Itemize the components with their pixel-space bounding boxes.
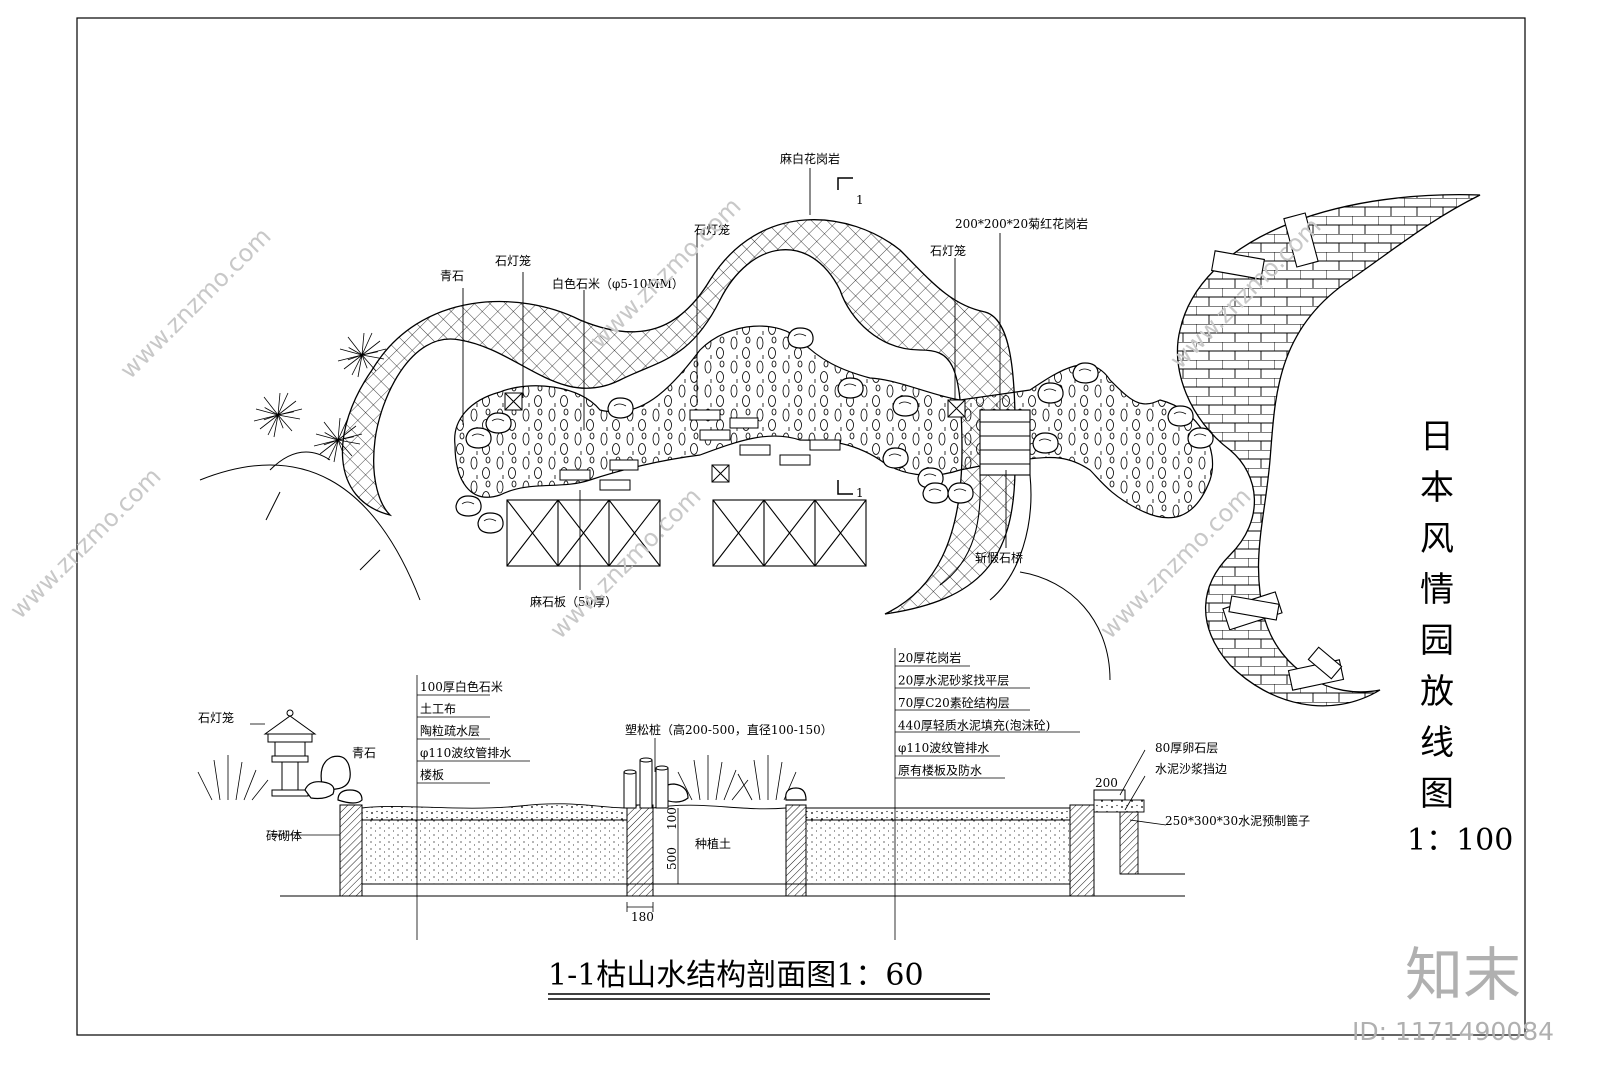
section-title-underline [548, 993, 990, 1000]
lawn-edge-arcs [199, 451, 421, 601]
layer-label: 440厚轻质水泥填充(泡沫砼) [898, 718, 1050, 733]
watermarks: www.znzmo.com www.znzmo.com www.znzmo.co… [4, 192, 1554, 1046]
brick-crescent [1176, 194, 1481, 707]
plan-scale: 1：100 [1407, 823, 1513, 858]
right-layer-list: 20厚花岗岩 20厚水泥砂浆找平层 70厚C20素砼结构层 440厚轻质水泥填充(泡沫… [898, 650, 1050, 778]
label-lantern-c: 石灯笼 [930, 243, 966, 258]
layer-label: φ110波纹管排水 [898, 740, 989, 755]
dim-100: 100 [665, 807, 679, 830]
watermark-brand: 知末 [1405, 941, 1521, 1009]
dim-180: 180 [631, 910, 654, 924]
title-char: 图 [1420, 774, 1454, 814]
label-edge-pebble: 80厚卵石层 [1155, 741, 1218, 755]
watermark-site-4: www.znzmo.com [4, 462, 166, 624]
title-char: 放 [1420, 672, 1454, 712]
label-pine-stake: 塑松桩（高200-500，直径100-150） [625, 722, 833, 737]
label-bluestone-section: 青石 [352, 746, 376, 760]
label-bridge: 斩假石桥 [975, 551, 1023, 565]
plan-leaders [462, 168, 1007, 590]
section-title: 1-1枯山水结构剖面图1：60 [548, 958, 924, 993]
label-lantern-a: 石灯笼 [694, 222, 730, 237]
label-granite-white: 麻白花岗岩 [780, 151, 840, 166]
title-char: 本 [1420, 468, 1454, 508]
layer-label: φ110波纹管排水 [420, 745, 511, 760]
dim-200: 200 [1095, 776, 1118, 790]
label-edge-mortar: 水泥沙浆挡边 [1155, 761, 1227, 776]
label-soil: 种植土 [695, 836, 731, 851]
sheet-border [76, 17, 1526, 1036]
label-brick: 砖砌体 [266, 828, 302, 843]
title-char: 情 [1420, 570, 1454, 610]
dim-500: 500 [665, 847, 679, 870]
stone-bridge [939, 409, 1032, 601]
section-marker-bottom: 1 [856, 486, 864, 500]
watermark-id: ID: 1171490084 [1352, 1017, 1554, 1046]
watermark-site-1: www.znzmo.com [114, 222, 276, 384]
title-char: 风 [1420, 519, 1454, 559]
label-lantern-section: 石灯笼 [198, 710, 234, 725]
title-char: 园 [1420, 621, 1454, 661]
section-marker-top: 1 [856, 193, 864, 207]
section-cut-markers [837, 177, 853, 495]
label-stone-slab: 麻石板（50厚） [530, 594, 617, 609]
layer-label: 土工布 [420, 702, 456, 716]
layer-label: 原有楼板及防水 [898, 763, 982, 778]
section-labels: 石灯笼 青石 砖砌体 种植土 塑松桩（高200-500，直径100-150） 1… [198, 650, 1310, 924]
layer-label: 100厚白色石米 [420, 679, 503, 694]
plan-labels: 麻白花岗岩 200*200*20菊红花岗岩 石灯笼 石灯笼 石灯笼 青石 白色石… [440, 151, 1088, 609]
lawn-arc-right [1019, 571, 1111, 681]
granite-path [341, 219, 1016, 615]
layer-label: 20厚水泥砂浆找平层 [898, 673, 1009, 688]
layer-label: 楼板 [420, 767, 444, 782]
lantern-markers [504, 392, 966, 483]
label-bluestone-plan: 青石 [440, 269, 464, 283]
pebble-bed [454, 325, 1214, 519]
label-granite-red: 200*200*20菊红花岗岩 [955, 216, 1088, 231]
label-white-pebble: 白色石米（φ5-10MM） [552, 276, 684, 291]
layer-label: 70厚C20素砼结构层 [898, 695, 1010, 710]
stone-slabs [506, 499, 867, 567]
section-drawing [197, 648, 1185, 940]
label-lantern-b: 石灯笼 [495, 253, 531, 268]
label-edge-grate: 250*300*30水泥预制篦子 [1165, 813, 1310, 828]
title-char: 线 [1420, 723, 1454, 763]
layer-label: 20厚花岗岩 [898, 650, 961, 665]
title-char: 日 [1420, 417, 1454, 457]
stepping-stones [559, 409, 841, 491]
layer-label: 陶粒疏水层 [420, 723, 480, 738]
